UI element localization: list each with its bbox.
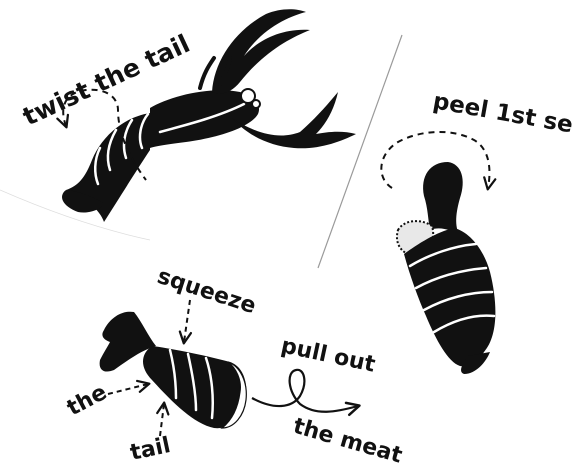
panel-divider-vertical xyxy=(318,35,402,268)
label-squeeze: squeeze xyxy=(154,264,259,319)
label-tail: tail xyxy=(128,433,173,465)
tail-arrow xyxy=(160,404,164,436)
crawfish-whole-illustration xyxy=(62,9,356,222)
label-the-meat: the meat xyxy=(290,414,405,465)
label-peel-1st-segment: peel 1st segment xyxy=(431,88,573,153)
crawfish-tail-peeling-illustration xyxy=(397,162,495,374)
crawfish-tail-squeeze-illustration xyxy=(100,312,247,428)
squeeze-arrow xyxy=(184,300,190,342)
the-arrow xyxy=(108,384,148,394)
label-the: the xyxy=(63,380,111,421)
crawfish-claw-upper xyxy=(212,9,310,93)
pull-out-arrow xyxy=(252,370,358,412)
